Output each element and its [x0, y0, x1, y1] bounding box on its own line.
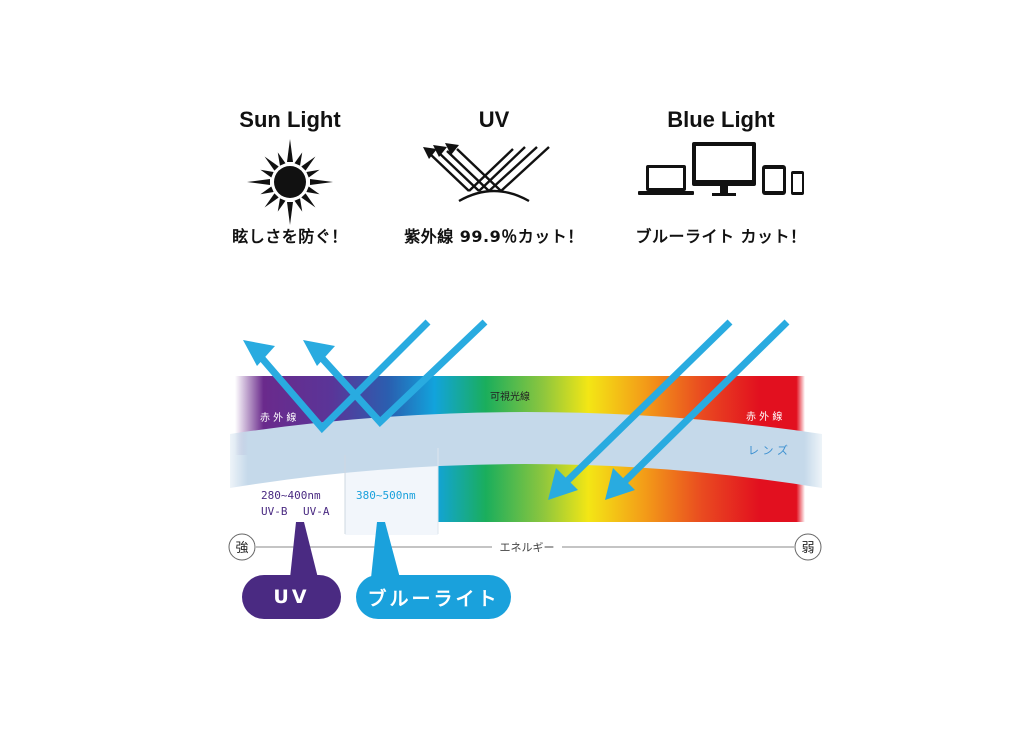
feature-title: Blue Light: [667, 107, 775, 132]
uv-b-label: UV-B: [261, 505, 288, 518]
reflected-arrows: [257, 319, 488, 434]
feature-caption: 眩しさを防ぐ！: [232, 227, 348, 246]
sun-icon: [247, 139, 333, 225]
feature-uv: UV 紫外線 99.9％カット！: [374, 105, 614, 255]
weak-marker: [794, 533, 822, 561]
transmitted-arrows: [559, 319, 790, 489]
uv-a-label: UV-A: [303, 505, 330, 518]
arrow-head: [243, 340, 275, 366]
weak-label: 弱: [801, 541, 814, 556]
infrared-left-label: 赤 外 線: [260, 411, 296, 424]
uv-pill: UV: [242, 575, 341, 619]
arrow-head: [548, 468, 578, 500]
arrow-head: [605, 468, 635, 500]
uv-pill-label: UV: [273, 586, 310, 608]
blue-light-pill-label: ブルーライト: [367, 587, 500, 610]
strong-marker: [228, 533, 256, 561]
uv-range-label: 280~400nm: [261, 489, 321, 502]
devices-icon: [638, 142, 804, 196]
uv-reflection-icon: [423, 143, 550, 203]
feature-title: UV: [478, 107, 510, 132]
strong-label: 強: [235, 541, 248, 556]
visible-light-label: 可視光線: [490, 390, 530, 403]
blue-light-pill: ブルーライト: [356, 575, 511, 619]
blue-pointer: [371, 522, 400, 578]
feature-sun-light: Sun Light 眩しさを防ぐ！: [170, 105, 410, 255]
feature-blue-light: Blue Light ブルーライト カット！: [601, 105, 841, 255]
feature-title: Sun Light: [239, 107, 341, 132]
lens-label: レ ン ズ: [748, 443, 788, 457]
feature-caption: ブルーライト カット！: [635, 227, 807, 246]
arrow-head: [303, 340, 335, 366]
infrared-right-label: 赤 外 線: [746, 410, 782, 423]
feature-caption: 紫外線 99.9％カット！: [404, 227, 584, 246]
blue-range-label: 380~500nm: [356, 489, 416, 502]
energy-label: エネルギー: [500, 541, 555, 554]
uv-pointer: [290, 522, 318, 578]
